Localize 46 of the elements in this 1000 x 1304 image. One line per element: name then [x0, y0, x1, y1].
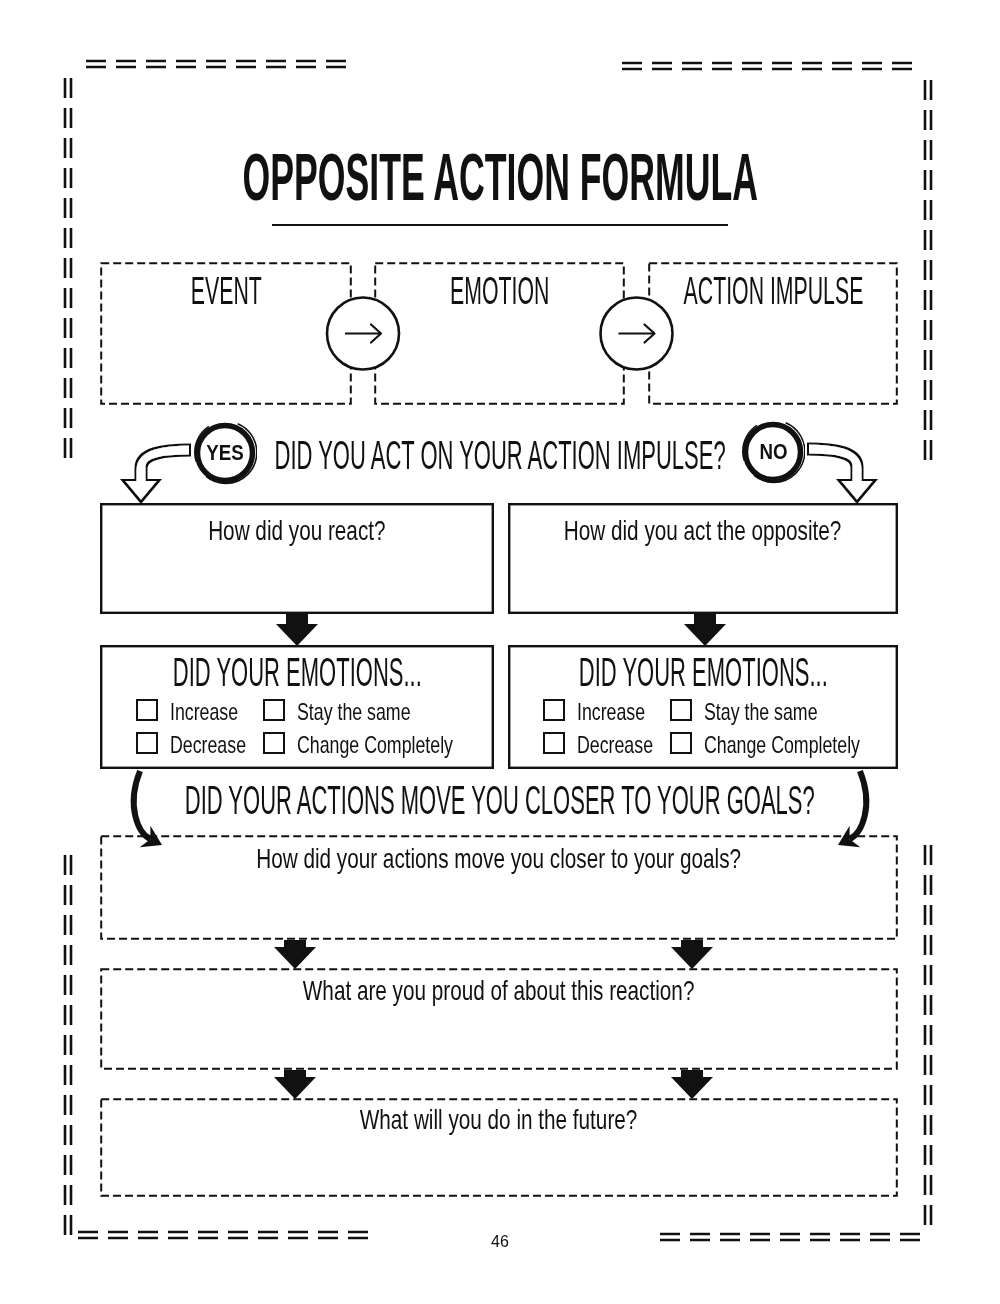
box-heading: ACTION IMPULSE: [683, 272, 863, 310]
question-text: What will you do in the future?: [360, 1106, 638, 1134]
answer-box: [100, 1098, 898, 1197]
option-text: Stay the same: [704, 700, 818, 724]
box-heading: EVENT: [190, 272, 262, 310]
option-text: Decrease: [577, 733, 653, 757]
option-text: Change Completely: [297, 733, 453, 757]
page-number: 46: [491, 1234, 509, 1250]
box-heading: DID YOUR EMOTIONS...: [578, 652, 828, 692]
block-arrow: [274, 940, 316, 969]
question-text: DID YOUR ACTIONS MOVE YOU CLOSER TO YOUR GOALS?: [185, 780, 815, 820]
option-text: Decrease: [170, 733, 246, 757]
question-text: How did you react?: [208, 517, 386, 545]
block-arrow: [684, 614, 726, 646]
answer-box: [100, 503, 494, 614]
answer-box: [508, 503, 898, 614]
badge-text: NO: [758, 441, 788, 463]
arrow: [344, 323, 383, 344]
block-arrow: [671, 1070, 713, 1099]
option-text: Change Completely: [704, 733, 860, 757]
question-text: How did your actions move you closer to your goals?: [256, 845, 742, 873]
question-text: What are you proud of about this reaction?: [303, 977, 695, 1005]
box-heading: DID YOUR EMOTIONS...: [172, 652, 422, 692]
curved-arrow: [130, 770, 162, 847]
badge-text: YES: [206, 442, 244, 464]
step-box: [100, 262, 352, 405]
option-text: Increase: [577, 700, 646, 724]
question-text: DID YOU ACT ON YOUR ACTION IMPULSE?: [274, 435, 726, 475]
curved-arrow: [838, 770, 870, 847]
checklist-box: [100, 645, 494, 769]
arrow: [617, 323, 656, 344]
answer-box: [100, 835, 898, 940]
option-text: Increase: [170, 700, 239, 724]
block-arrow: [671, 940, 713, 969]
block-arrow: [274, 1070, 316, 1099]
box-heading: EMOTION: [449, 272, 550, 310]
checklist-box: [508, 645, 898, 769]
question-text: How did you act the opposite?: [564, 517, 842, 545]
step-box: [374, 262, 625, 405]
circle-badge: [741, 420, 805, 484]
block-arrow: [276, 614, 318, 646]
answer-box: [100, 968, 898, 1070]
circle-badge: [193, 421, 257, 485]
step-box: [648, 262, 898, 405]
title: OPPOSITE ACTION FORMULA: [242, 144, 758, 210]
option-text: Stay the same: [297, 700, 411, 724]
